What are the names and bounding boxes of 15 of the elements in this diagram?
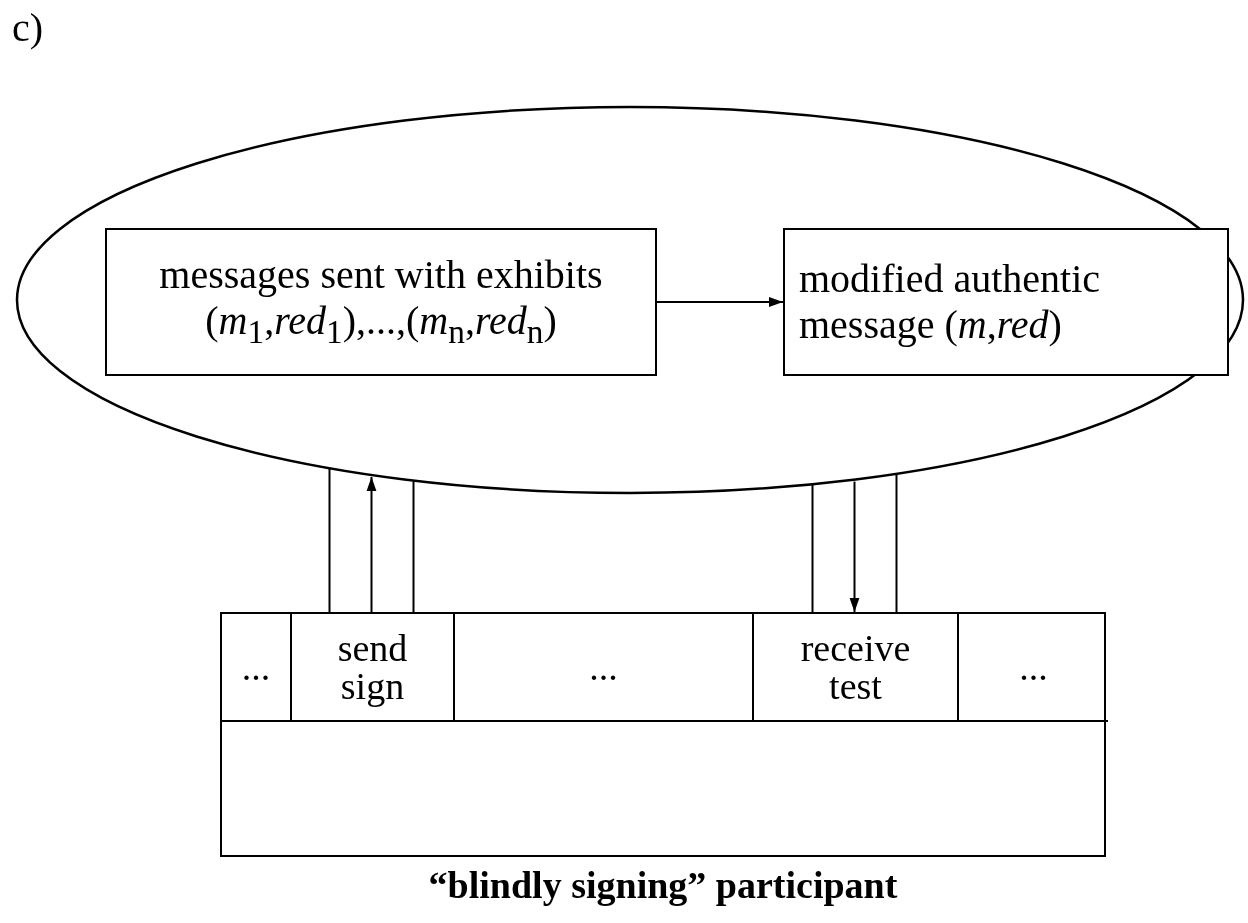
cell-text: receive test [800,629,911,705]
arrow [366,475,377,613]
node-text: messages sent with exhibits [159,252,603,299]
process-box [783,228,1229,376]
cell-text: ... [589,648,618,686]
node-text: modified authentic message (m,red) [799,256,1101,348]
cell-text: send sign [337,629,408,705]
arrow [656,297,784,307]
cell-text: ... [1019,648,1048,686]
panel-label: c) [12,8,44,48]
process-box [105,228,657,376]
participant-caption: “blindly signing” participant [427,863,899,907]
arrow [849,480,860,613]
node-text: (m$_{1}$,red$_{1}$),...,(m$_{n}$,red$_{n}$) [205,298,557,352]
cell-text: ... [241,648,271,686]
